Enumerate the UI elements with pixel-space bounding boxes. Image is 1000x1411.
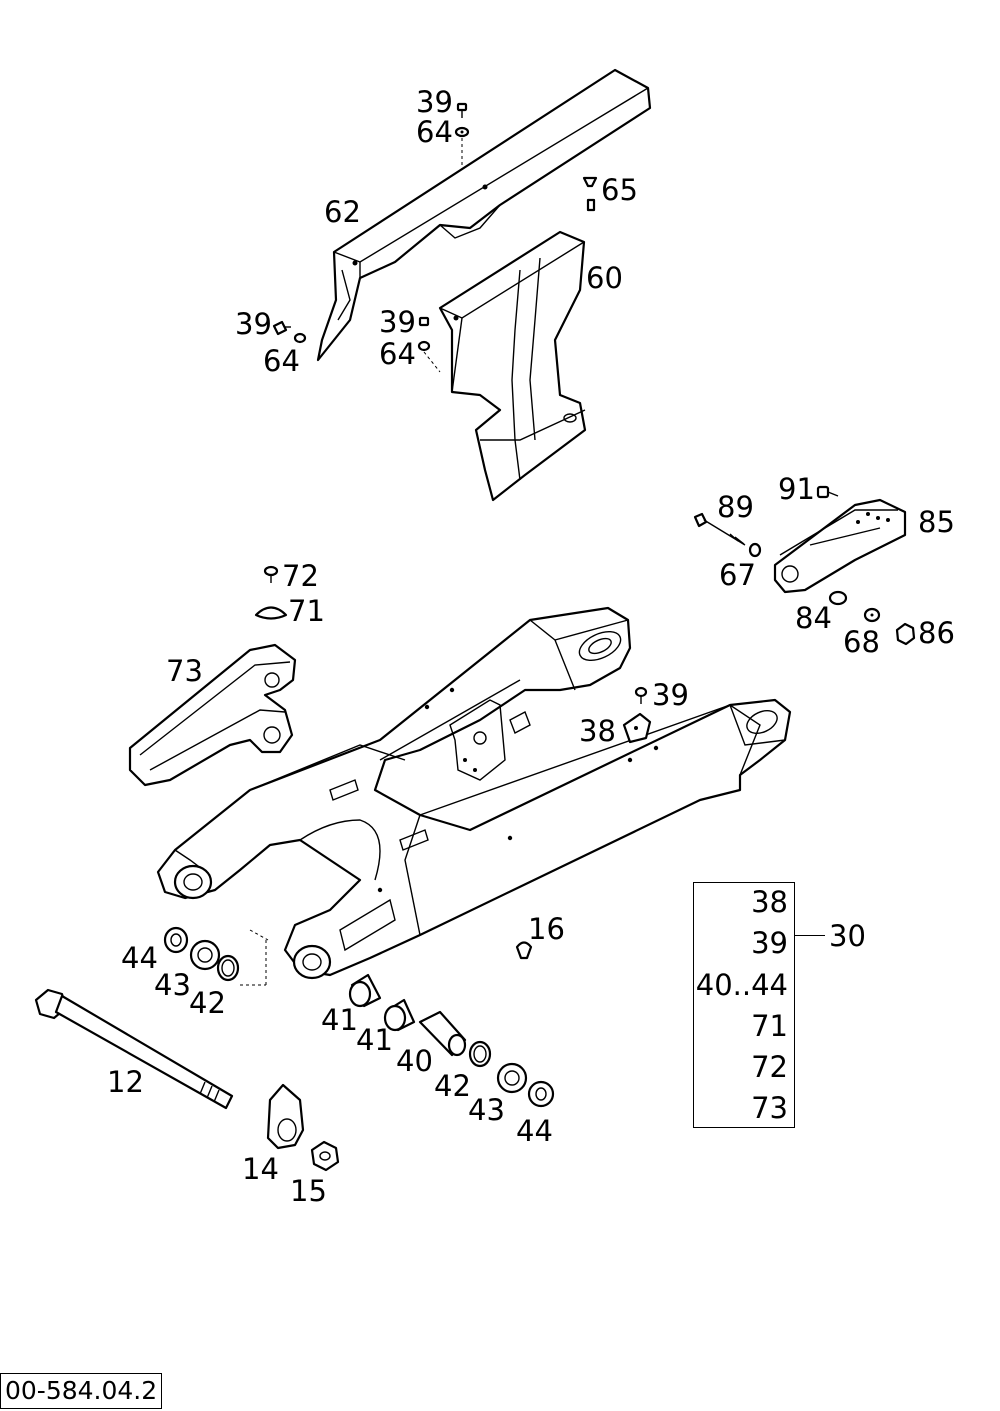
assembly-leader-line <box>795 935 825 936</box>
chain-guard-upper <box>316 68 652 362</box>
washer-64-top <box>454 126 470 138</box>
callout-85: 85 <box>918 505 955 539</box>
washer-68 <box>863 607 881 623</box>
screw-91 <box>816 485 839 499</box>
bolt-89 <box>693 512 746 546</box>
callout-38: 38 <box>579 714 616 748</box>
assembly-callout: 30 <box>829 919 866 953</box>
callout-39: 39 <box>416 85 453 119</box>
clamp-38 <box>622 712 652 744</box>
nut-15 <box>310 1140 340 1172</box>
callout-41: 41 <box>356 1023 393 1057</box>
parts-box-item: 73 <box>751 1091 788 1125</box>
callout-60: 60 <box>586 261 623 295</box>
callout-40: 40 <box>396 1044 433 1078</box>
callout-64: 64 <box>416 115 453 149</box>
callout-84: 84 <box>795 601 832 635</box>
callout-41: 41 <box>321 1003 358 1037</box>
callout-39: 39 <box>379 305 416 339</box>
parts-box-item: 38 <box>751 885 788 919</box>
callout-14: 14 <box>242 1152 279 1186</box>
screw-39-swingarm <box>634 686 648 704</box>
callout-91: 91 <box>778 472 815 506</box>
bushing-44-left <box>163 926 189 954</box>
washer-84 <box>828 590 848 606</box>
callout-16: 16 <box>528 912 565 946</box>
callout-68: 68 <box>843 625 880 659</box>
parts-box-item: 40..44 <box>695 968 788 1002</box>
chain-guard-lower <box>438 230 587 502</box>
needle-bearing-41a <box>348 973 382 1008</box>
callout-42: 42 <box>189 986 226 1020</box>
parts-box-item: 39 <box>751 926 788 960</box>
callout-64: 64 <box>263 344 300 378</box>
callout-65: 65 <box>601 173 638 207</box>
cup-71 <box>254 606 288 620</box>
callout-44: 44 <box>121 941 158 975</box>
parts-box-item: 71 <box>751 1009 788 1043</box>
parts-box-item: 72 <box>751 1050 788 1084</box>
bearing-43-left <box>189 939 221 971</box>
callout-67: 67 <box>719 558 756 592</box>
washer-64-mid <box>417 340 431 352</box>
pivot-bolt-12 <box>34 988 234 1110</box>
chain-guide-85 <box>773 498 907 594</box>
screw-72 <box>263 565 279 583</box>
chain-slider-73 <box>128 643 297 787</box>
callout-72: 72 <box>282 559 319 593</box>
swingarm <box>156 606 792 980</box>
sleeve-40 <box>418 1010 467 1057</box>
callout-86: 86 <box>918 616 955 650</box>
plug-65 <box>582 176 598 212</box>
nut-86 <box>895 622 916 646</box>
washer-64-left <box>293 332 307 344</box>
callout-62: 62 <box>324 195 361 229</box>
callout-43: 43 <box>468 1093 505 1127</box>
screw-39-top <box>456 102 468 118</box>
callout-73: 73 <box>166 654 203 688</box>
callout-39: 39 <box>652 678 689 712</box>
callout-89: 89 <box>717 490 754 524</box>
assembly-parts-box: 38 39 40..44 71 72 73 <box>693 882 795 1128</box>
screw-39-mid <box>418 316 430 327</box>
callout-44: 44 <box>516 1114 553 1148</box>
bushing-44-right <box>527 1080 555 1108</box>
bearing-43-right <box>496 1062 528 1094</box>
callout-42: 42 <box>434 1069 471 1103</box>
ring-42-left <box>216 954 240 982</box>
ring-42-right <box>468 1040 492 1068</box>
callout-71: 71 <box>288 594 325 628</box>
callout-39: 39 <box>235 307 272 341</box>
callout-64: 64 <box>379 337 416 371</box>
washer-67 <box>748 542 762 558</box>
callout-43: 43 <box>154 968 191 1002</box>
needle-bearing-41b <box>383 998 416 1032</box>
chain-adjuster-14 <box>266 1083 305 1150</box>
drawing-number: 00-584.04.2 <box>0 1373 163 1409</box>
callout-15: 15 <box>290 1174 327 1208</box>
callout-12: 12 <box>107 1065 144 1099</box>
plug-16 <box>515 941 533 960</box>
screw-39-left <box>272 320 291 336</box>
